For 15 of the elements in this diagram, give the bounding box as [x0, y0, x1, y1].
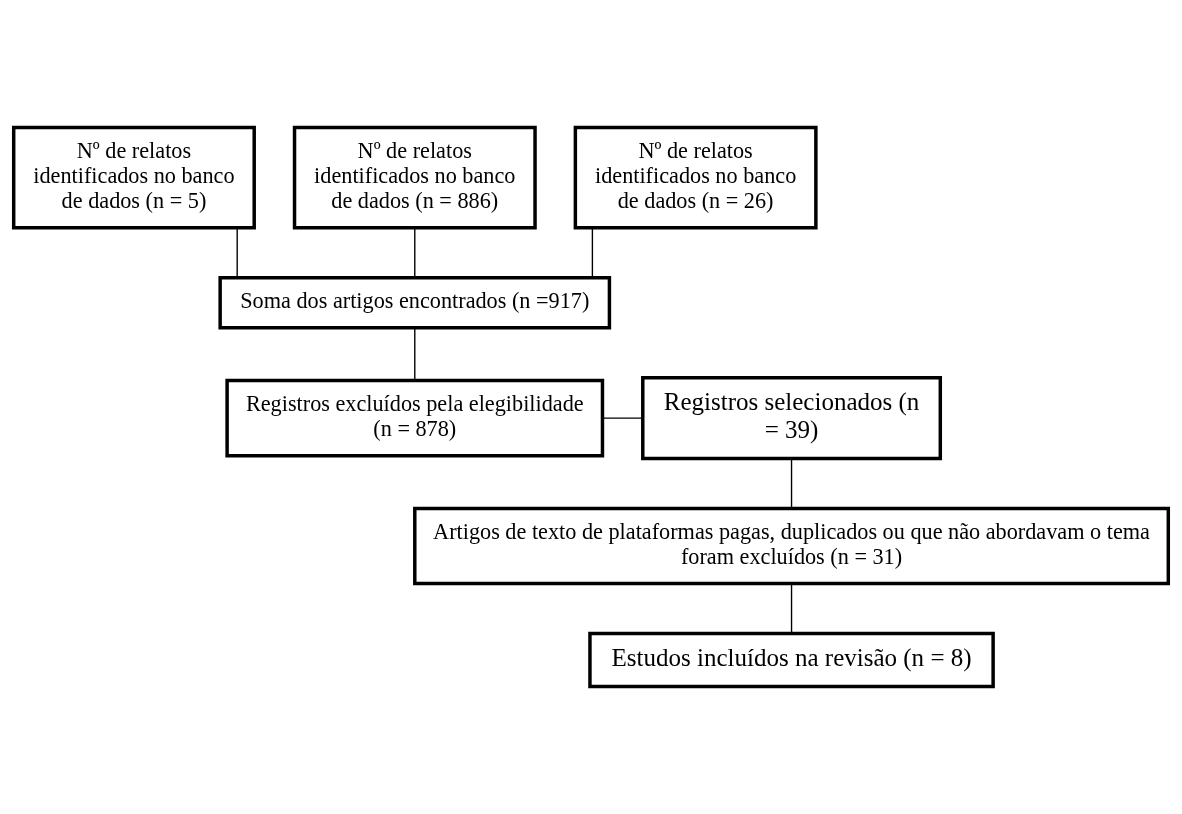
node-box: Artigos de texto de plataformas pagas, duplicados ou que não abordavam o tema foram excluídos (n = 31) [413, 506, 1171, 586]
connector [790, 457, 793, 510]
node-box: Soma dos artigos encontrados (n =917) [218, 275, 612, 330]
connector [414, 227, 416, 279]
node-box: Estudos incluídos na revisão (n = 8) [588, 631, 995, 689]
node-box: Registros selecionados (n = 39) [641, 376, 943, 461]
node-box: Nº de relatos identificados no banco de dados (n = 26) [573, 125, 818, 230]
node-box: Nº de relatos identificados no banco de dados (n = 5) [11, 125, 256, 230]
node-box: Nº de relatos identificados no banco de dados (n = 886) [292, 125, 537, 230]
node-box: Registros excluídos pela elegibilidade (n = 878) [225, 378, 605, 458]
connector [236, 227, 238, 279]
connector [591, 227, 594, 279]
connector [790, 583, 793, 635]
connector [414, 327, 416, 382]
connector [601, 417, 644, 419]
